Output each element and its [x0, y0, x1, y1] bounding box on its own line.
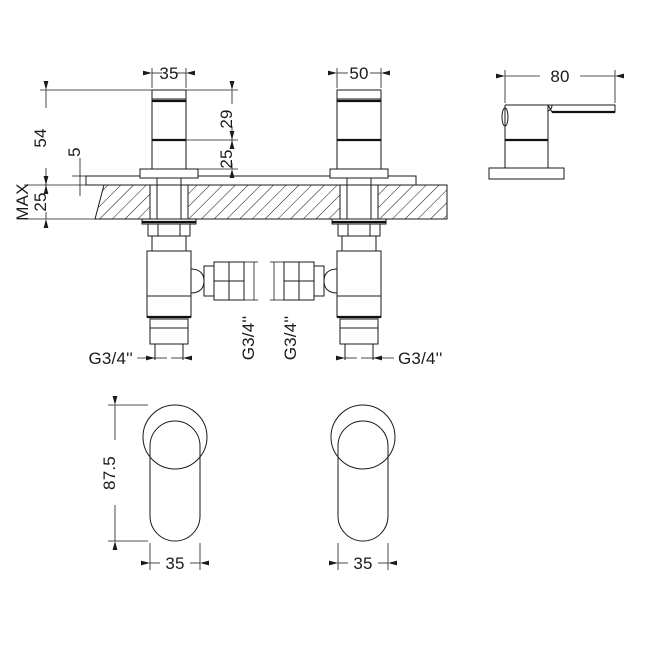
- dimension-80-lever-reach: 80: [496, 67, 624, 103]
- dimension-87-5: 87.5: [100, 396, 148, 550]
- washer-plate: [85, 175, 417, 186]
- deck-slab-hatched: [94, 184, 448, 220]
- lever-indicator-oval: [501, 107, 509, 127]
- deck-cutout-left: [149, 184, 189, 220]
- connection-label-right-outer: G3/4'': [336, 349, 443, 368]
- left-tail: [149, 318, 189, 345]
- right-base-flange: [329, 168, 389, 179]
- plan-left-circle: [142, 404, 208, 470]
- left-tap-assembly: [139, 89, 245, 360]
- dim50-label: 50: [349, 64, 368, 83]
- dim35pl-label: 35: [165, 554, 184, 573]
- deck-cutout-right: [339, 184, 379, 220]
- right-tail: [339, 318, 379, 345]
- dim25b-label: 25: [217, 149, 236, 168]
- plan-view: 87.5 35 35: [100, 396, 397, 573]
- dimension-5-washer: 5: [65, 147, 88, 196]
- dim29-label: 29: [217, 109, 236, 128]
- dim35l-label: 35: [159, 64, 178, 83]
- front-section-view: 35 50 54 25 MAX 5: [13, 64, 448, 360]
- connection-label-left-outer: G3/4'': [88, 349, 192, 368]
- plan-right-stadium: [337, 420, 389, 542]
- dimension-35-plan-left: 35: [141, 543, 209, 573]
- connection-label-right-inner: G3/4'': [270, 261, 300, 361]
- lever-arm-fillet: [547, 104, 553, 112]
- g34-label-right-inner: G3/4'': [281, 316, 300, 361]
- dimension-max25-deck: 25 MAX: [13, 176, 50, 228]
- g34-label-left-inner: G3/4'': [239, 316, 258, 361]
- right-handle-column: [336, 89, 382, 170]
- deck-slab: [94, 184, 448, 220]
- dim5-label: 5: [65, 147, 84, 157]
- connection-labels: G3/4'' G3/4'' G3/4'' G3/4'': [88, 261, 443, 368]
- dim35pr-label: 35: [353, 554, 372, 573]
- dim25-deck-label: 25: [31, 192, 50, 211]
- side-view-lever: 80: [488, 67, 624, 180]
- dim25-max-label: MAX: [13, 183, 32, 220]
- dim875-label: 87.5: [100, 456, 119, 490]
- g34-label-left-outer: G3/4'': [88, 349, 133, 368]
- dimension-50-right-handle: 50: [328, 64, 390, 88]
- lever-base-plate: [488, 167, 565, 180]
- plan-right-rosette: [330, 404, 396, 542]
- right-tap-assembly: [283, 89, 389, 360]
- plan-left-stadium: [149, 420, 201, 542]
- plan-left-rosette: [142, 404, 208, 542]
- dim80-label: 80: [550, 67, 569, 86]
- g34-label-right-outer: G3/4'': [398, 349, 443, 368]
- left-base-flange: [139, 168, 199, 179]
- dimension-35-plan-right: 35: [329, 543, 397, 573]
- dim54-label: 54: [31, 128, 50, 147]
- dimension-35-left-handle: 35: [143, 64, 195, 88]
- connection-label-left-inner: G3/4'': [239, 261, 258, 361]
- washer-plate-body: [85, 175, 417, 186]
- plan-right-circle: [330, 404, 396, 470]
- dimension-29-25-stack: 29 25: [186, 81, 238, 178]
- left-handle-column: [151, 89, 187, 170]
